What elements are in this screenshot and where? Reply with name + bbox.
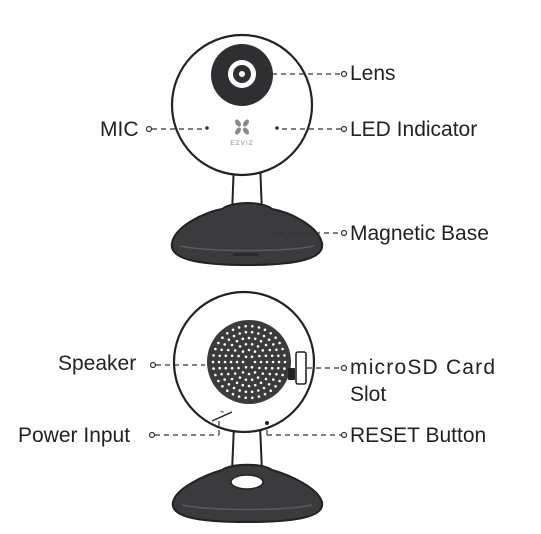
label-lens: Lens xyxy=(350,62,396,85)
power-input-port xyxy=(211,411,233,422)
label-speaker: Speaker xyxy=(58,352,137,375)
front-leader-ends xyxy=(145,70,348,237)
front-camera-illustration: EZVIZ xyxy=(170,33,324,267)
ezviz-logo-text: EZVIZ xyxy=(230,140,253,147)
front-leader-lines xyxy=(152,73,341,234)
label-mic: MIC xyxy=(100,118,139,141)
microsd-slot xyxy=(295,351,307,385)
back-camera-illustration: ⌁ xyxy=(171,290,324,524)
speaker-grille xyxy=(207,320,291,404)
label-power-input: Power Input xyxy=(18,424,131,447)
usb-icon: ⌁ xyxy=(220,408,224,416)
label-microsd-line2: Slot xyxy=(350,383,387,406)
label-led-indicator: LED Indicator xyxy=(350,118,478,141)
back-leader-ends xyxy=(148,361,348,439)
speaker-holes xyxy=(211,324,287,400)
label-reset-button: RESET Button xyxy=(350,424,487,447)
back-base xyxy=(171,463,324,524)
label-magnetic-base: Magnetic Base xyxy=(350,222,489,245)
mic-hole xyxy=(205,126,209,130)
reset-button-hole xyxy=(265,421,269,425)
label-microsd-line1: microSD Card xyxy=(350,356,497,379)
ezviz-logo-icon xyxy=(234,119,250,135)
led-indicator-dot xyxy=(275,126,279,130)
back-leader-lines xyxy=(155,364,341,436)
